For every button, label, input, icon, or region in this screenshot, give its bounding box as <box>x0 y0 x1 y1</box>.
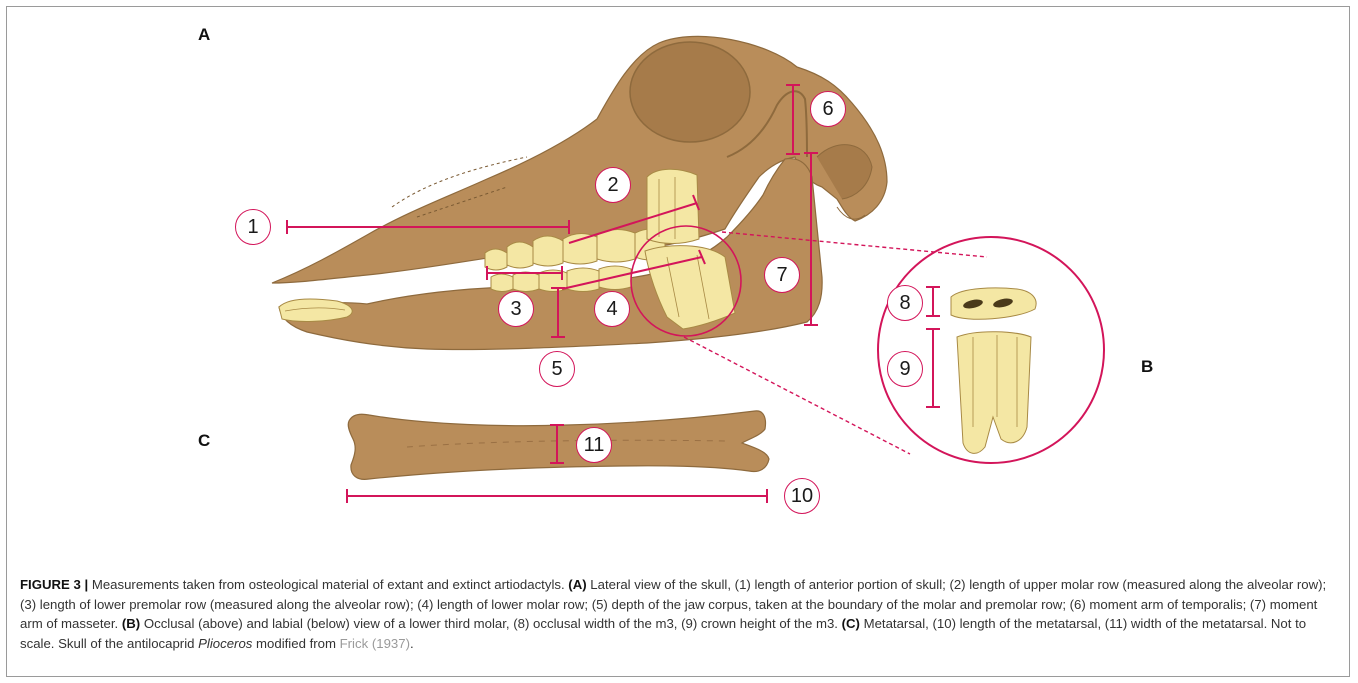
panel-label-c: C <box>198 431 210 451</box>
caption-genus: Plioceros <box>198 636 252 651</box>
measurement-label-11: 11 <box>576 427 612 463</box>
caption-b-text: Occlusal (above) and labial (below) view… <box>140 616 841 631</box>
caption-after-genus: modified from <box>252 636 339 651</box>
caption-b-label: (B) <box>122 616 140 631</box>
caption-end: . <box>410 636 414 651</box>
metatarsal-illustration <box>348 411 769 479</box>
figure-panel: A B C 1 2 3 4 5 6 7 8 9 10 11 FIGURE 3 |… <box>6 6 1350 677</box>
measurement-label-6: 6 <box>810 91 846 127</box>
measurement-label-5: 5 <box>539 351 575 387</box>
caption-c-label: (C) <box>842 616 860 631</box>
measurement-label-8: 8 <box>887 285 923 321</box>
panel-label-a: A <box>198 25 210 45</box>
figure-artwork <box>7 7 1350 567</box>
figure-caption: FIGURE 3 | Measurements taken from osteo… <box>20 575 1338 653</box>
caption-figure-label: FIGURE 3 | <box>20 577 88 592</box>
caption-reference-link[interactable]: Frick (1937) <box>340 636 410 651</box>
caption-intro: Measurements taken from osteological mat… <box>88 577 568 592</box>
panel-label-b: B <box>1141 357 1153 377</box>
measurement-label-4: 4 <box>594 291 630 327</box>
measurement-label-1: 1 <box>235 209 271 245</box>
measurement-label-2: 2 <box>595 167 631 203</box>
skull-illustration <box>272 36 887 349</box>
caption-a-label: (A) <box>568 577 586 592</box>
measurement-label-9: 9 <box>887 351 923 387</box>
measurement-label-3: 3 <box>498 291 534 327</box>
measurement-label-7: 7 <box>764 257 800 293</box>
measurement-label-10: 10 <box>784 478 820 514</box>
